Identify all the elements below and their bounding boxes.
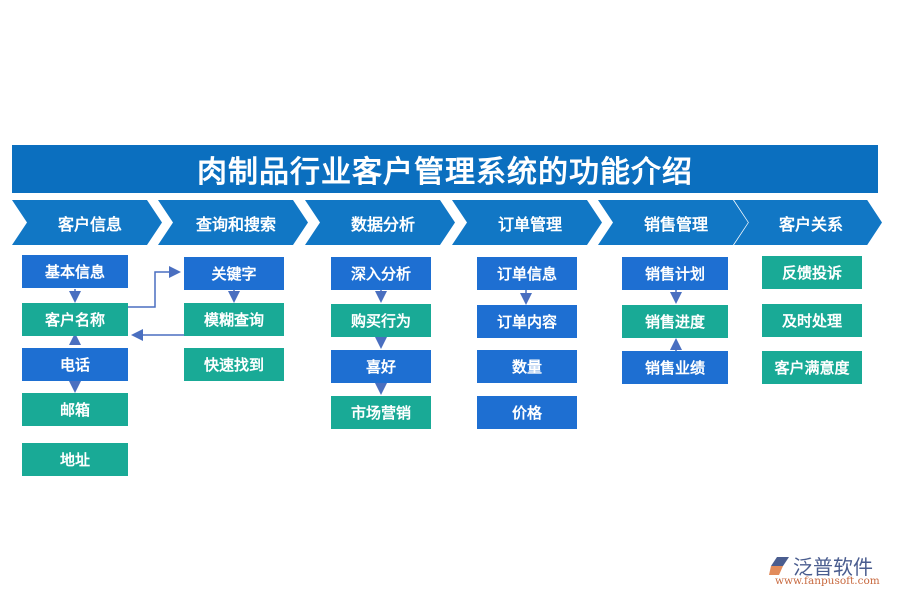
node-sales-plan: 销售计划 bbox=[622, 257, 728, 290]
node-quick-find: 快速找到 bbox=[184, 348, 284, 381]
node-sales-performance: 销售业绩 bbox=[622, 351, 728, 384]
node-order-content: 订单内容 bbox=[477, 305, 577, 338]
node-customer-name: 客户名称 bbox=[22, 303, 128, 336]
category-customer-info: 客户信息 bbox=[12, 200, 162, 245]
node-preference: 喜好 bbox=[331, 350, 431, 383]
node-timely-handling: 及时处理 bbox=[762, 304, 862, 337]
logo-name: 泛普软件 bbox=[793, 555, 873, 579]
fanpusoft-logo: 泛普软件 www.fanpusoft.com bbox=[765, 553, 895, 593]
node-fuzzy-query: 模糊查询 bbox=[184, 303, 284, 336]
category-sales-mgmt: 销售管理 bbox=[598, 200, 748, 245]
node-purchase-behavior: 购买行为 bbox=[331, 304, 431, 337]
node-basic-info: 基本信息 bbox=[22, 255, 128, 288]
node-price: 价格 bbox=[477, 396, 577, 429]
node-address: 地址 bbox=[22, 443, 128, 476]
category-order-mgmt: 订单管理 bbox=[452, 200, 602, 245]
category-data-analysis: 数据分析 bbox=[305, 200, 455, 245]
node-marketing: 市场营销 bbox=[331, 396, 431, 429]
logo-url: www.fanpusoft.com bbox=[775, 575, 880, 587]
node-sales-progress: 销售进度 bbox=[622, 305, 728, 338]
category-query-search: 查询和搜索 bbox=[158, 200, 308, 245]
category-customer-relation: 客户关系 bbox=[734, 200, 882, 245]
node-quantity: 数量 bbox=[477, 350, 577, 383]
node-order-info: 订单信息 bbox=[477, 257, 577, 290]
node-email: 邮箱 bbox=[22, 393, 128, 426]
logo-icon bbox=[769, 557, 789, 575]
diagram-title: 肉制品行业客户管理系统的功能介绍 bbox=[12, 145, 878, 193]
node-deep-analysis: 深入分析 bbox=[331, 257, 431, 290]
node-feedback-complaint: 反馈投诉 bbox=[762, 256, 862, 289]
node-keyword: 关键字 bbox=[184, 257, 284, 290]
node-customer-satisfaction: 客户满意度 bbox=[762, 351, 862, 384]
node-phone: 电话 bbox=[22, 348, 128, 381]
